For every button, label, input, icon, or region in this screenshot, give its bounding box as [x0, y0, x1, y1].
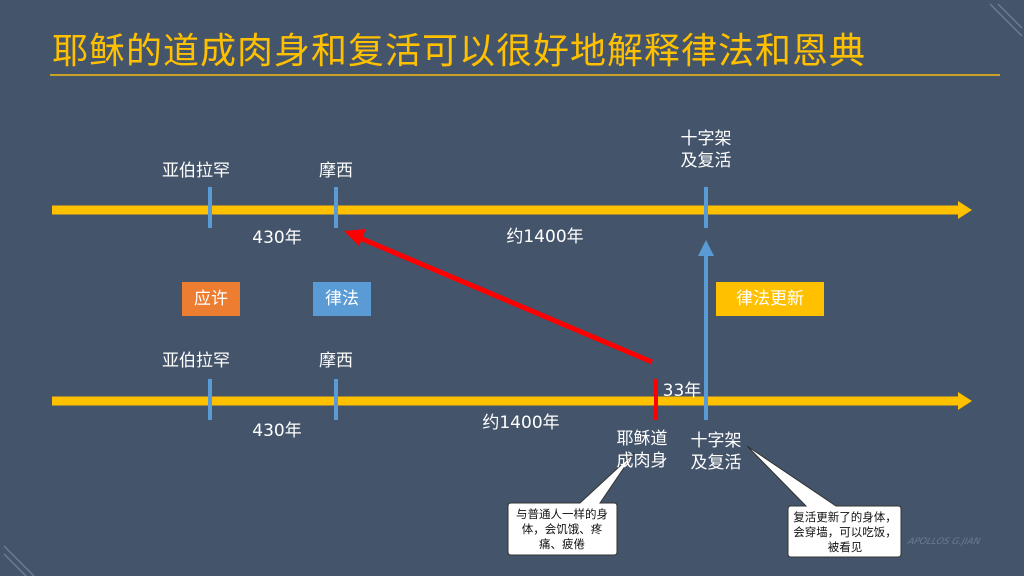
corner-decoration-top-right — [989, 3, 1023, 37]
bottom-span-430: 430年 — [252, 421, 302, 441]
bottom-label-incarnation: 耶稣道 成肉身 — [616, 429, 668, 471]
bottom-span-1400: 约1400年 — [482, 413, 560, 433]
incarnation-to-law-arrowhead — [344, 229, 366, 246]
law-renewed-box: 律法更新 — [716, 282, 824, 316]
top-span-1400: 约1400年 — [506, 227, 584, 247]
callout-human-body-bubble — [507, 452, 635, 556]
callout-resurrected-body-text: 复活更新了的身体，会穿墙，可以吃饭，被看见 — [793, 510, 897, 554]
page-title: 耶稣的道成肉身和复活可以很好地解释律法和恩典 — [52, 31, 867, 72]
watermark: APOLLOS G.JIAN — [906, 537, 982, 547]
corner-decoration-bottom-left — [3, 545, 35, 576]
top-label-cross: 十字架 及复活 — [680, 129, 732, 171]
top-span-430: 430年 — [252, 228, 302, 248]
law-box: 律法 — [313, 282, 371, 316]
incarnation-to-law-arrow-shaft — [359, 235, 653, 365]
callout-human-body-text: 与普通人一样的身体，会饥饿、疼痛、疲倦 — [516, 507, 608, 551]
callout-resurrected-body-bubble — [746, 445, 902, 558]
renewal-arrowhead — [698, 240, 714, 256]
bottom-label-moses: 摩西 — [319, 351, 353, 371]
promise-box: 应许 — [182, 282, 240, 316]
top-label-abraham: 亚伯拉罕 — [162, 161, 230, 181]
bottom-label-cross: 十字架 及复活 — [690, 431, 742, 473]
title-underline — [50, 74, 1000, 76]
top-timeline-arrowhead — [958, 201, 972, 219]
bottom-timeline-arrowhead — [958, 392, 972, 410]
bottom-label-abraham: 亚伯拉罕 — [162, 351, 230, 371]
top-label-moses: 摩西 — [319, 161, 353, 181]
bottom-span-33: 33年 — [662, 381, 702, 401]
